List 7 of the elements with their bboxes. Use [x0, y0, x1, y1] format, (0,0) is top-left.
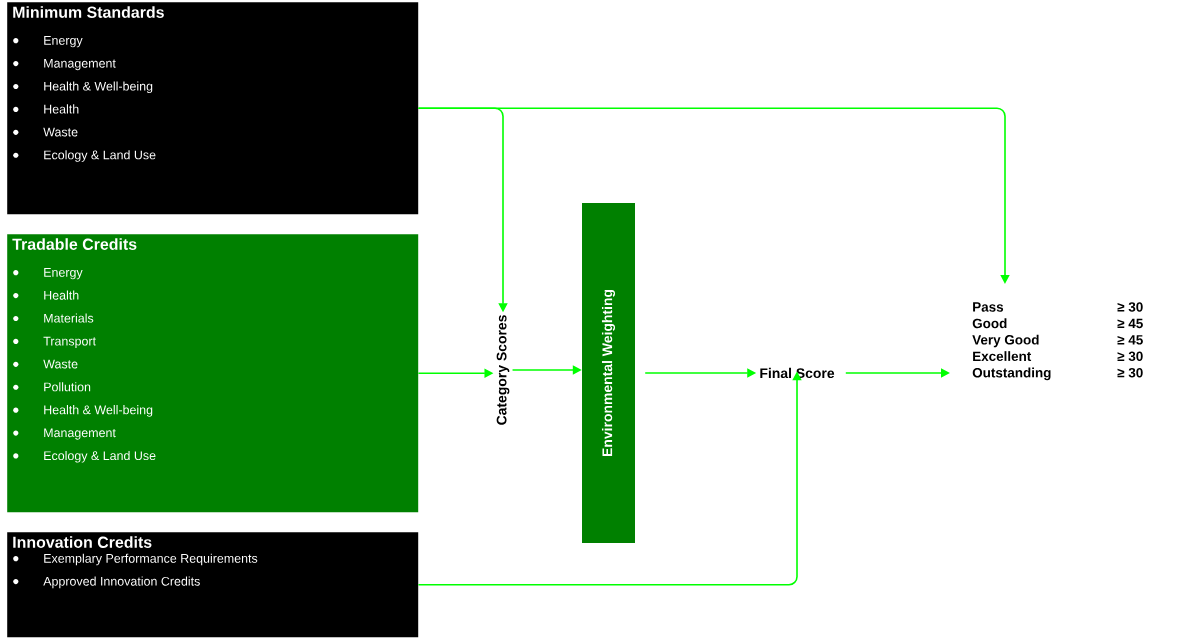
- weighting-bar: Environmental Weighting: [582, 203, 635, 543]
- grade-table: Pass ≥ 30 Good ≥ 45 Very Good ≥ 45 Excellent ≥ 30 Outstanding ≥ 30: [972, 302, 1143, 381]
- list-box: Innovation Credits Exemplary Performance Requirements Approved Innovation Credits: [7, 532, 419, 638]
- list-box: Minimum Standards Energy Management Health & Well-being Health Waste Ecology & Land Use: [7, 2, 419, 215]
- step-label: Category Scores: [496, 315, 510, 425]
- list-box: Tradable Credits Energy Health Materials Transport Waste Pollution Health & Well-being Management Ecology & Land Use: [7, 234, 419, 513]
- step-label: Final Score: [760, 367, 835, 379]
